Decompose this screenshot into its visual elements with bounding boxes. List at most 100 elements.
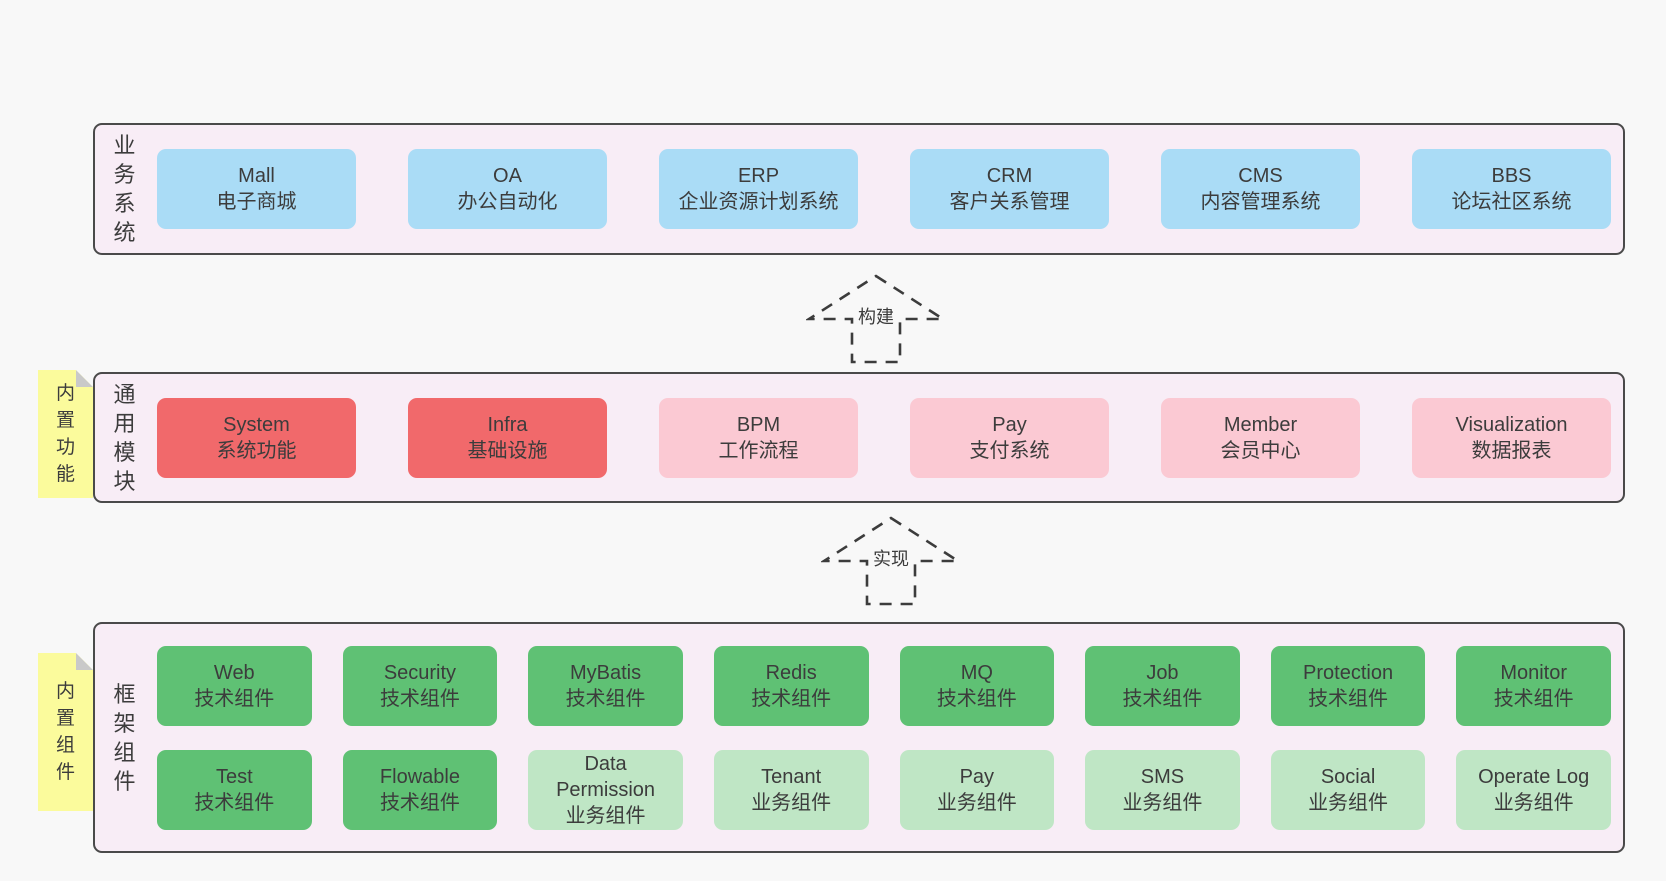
system-box-title: OA xyxy=(493,165,522,187)
sticky-fold-icon xyxy=(76,653,93,670)
component-box-subtitle: 业务组件 xyxy=(751,791,832,814)
component-box-title: Web xyxy=(213,661,255,684)
module-box: Pay 支付系统 xyxy=(910,397,1109,478)
component-box-title: Tenant xyxy=(761,765,822,788)
component-box-subtitle: 业务组件 xyxy=(1493,791,1574,814)
up-block-arrow-icon xyxy=(806,274,946,364)
sticky-note-built-in-functions: 内置功能 xyxy=(38,370,93,498)
module-box-title: System xyxy=(223,413,290,436)
system-box-title: CMS xyxy=(1238,165,1283,187)
component-box-subtitle: 技术组件 xyxy=(1308,687,1389,710)
component-box-subtitle: 技术组件 xyxy=(379,791,460,814)
component-box-subtitle: 技术组件 xyxy=(565,687,646,710)
component-box: Job 技术组件 xyxy=(1085,645,1240,726)
component-box-subtitle: 技术组件 xyxy=(751,687,832,710)
component-box-title: MyBatis xyxy=(570,661,642,684)
system-box: Mall 电子商城 xyxy=(157,149,356,229)
system-box: CRM 客户关系管理 xyxy=(910,149,1109,229)
component-box-subtitle: 业务组件 xyxy=(565,804,646,827)
component-box: Social 业务组件 xyxy=(1270,749,1426,830)
component-box-title: Operate Log xyxy=(1478,765,1590,788)
sticky-note-built-in-components: 内置组件 xyxy=(38,653,93,811)
sticky-note-built-in-components-label: 内置组件 xyxy=(55,681,75,783)
module-box-subtitle: 系统功能 xyxy=(216,439,297,462)
component-box-title: Social xyxy=(1320,765,1376,788)
component-box: Monitor 技术组件 xyxy=(1456,645,1611,726)
component-box-subtitle: 技术组件 xyxy=(194,687,275,710)
component-box: Protection 技术组件 xyxy=(1270,645,1426,726)
component-box: Operate Log 业务组件 xyxy=(1456,749,1611,830)
system-box: OA 办公自动化 xyxy=(408,149,607,229)
band-business-systems-label: 业务系统 xyxy=(113,133,137,245)
component-box-subtitle: 业务组件 xyxy=(936,791,1017,814)
component-box-title: Pay xyxy=(959,765,995,788)
component-box-title: Job xyxy=(1146,661,1179,684)
system-box-title: Mall xyxy=(238,165,275,187)
system-box-title: ERP xyxy=(737,165,780,187)
component-box-title: MQ xyxy=(960,661,993,684)
component-box: MyBatis 技术组件 xyxy=(528,645,683,726)
module-box-subtitle: 数据报表 xyxy=(1471,439,1552,462)
module-box-subtitle: 会员中心 xyxy=(1220,439,1301,462)
component-box-subtitle: 技术组件 xyxy=(936,687,1017,710)
build-arrow-label: 构建 xyxy=(855,305,897,329)
component-box: Tenant 业务组件 xyxy=(713,749,869,830)
module-box-title: Pay xyxy=(992,413,1027,436)
band-business-systems: 业务系统 Mall 电子商城 OA 办公自动化 ERP 企业资源计划系统 xyxy=(93,123,1625,255)
module-box-subtitle: 基础设施 xyxy=(467,439,548,462)
component-box: Data Permission 业务组件 xyxy=(528,749,683,830)
band-common-modules-label: 通用模块 xyxy=(113,381,137,494)
module-box-title: Member xyxy=(1223,413,1298,436)
component-box-title: Redis xyxy=(765,661,817,684)
module-box-subtitle: 支付系统 xyxy=(969,439,1050,462)
implement-arrow-label: 实现 xyxy=(870,547,912,571)
system-box: CMS 内容管理系统 xyxy=(1161,149,1360,229)
framework-components-rows: Web 技术组件 Security 技术组件 MyBatis 技术组件 xyxy=(157,645,1611,830)
system-box: ERP 企业资源计划系统 xyxy=(659,149,858,229)
system-box-subtitle: 内容管理系统 xyxy=(1200,191,1321,213)
component-box-subtitle: 技术组件 xyxy=(1122,687,1203,710)
band-common-modules: 通用模块 System 系统功能 Infra 基础设施 BPM 工作流程 xyxy=(93,372,1625,503)
module-box: Member 会员中心 xyxy=(1161,397,1360,478)
framework-components-row-2: Test 技术组件 Flowable 技术组件 Data Permission … xyxy=(157,749,1611,830)
component-box-subtitle: 业务组件 xyxy=(1122,791,1203,814)
module-box-title: Visualization xyxy=(1455,413,1568,436)
component-box: Security 技术组件 xyxy=(342,645,498,726)
module-box-subtitle: 工作流程 xyxy=(718,439,799,462)
component-box-title: Monitor xyxy=(1500,661,1568,684)
component-box-subtitle: 业务组件 xyxy=(1308,791,1389,814)
business-systems-boxes: Mall 电子商城 OA 办公自动化 ERP 企业资源计划系统 CRM 客户关系… xyxy=(157,149,1611,229)
component-box: Test 技术组件 xyxy=(157,749,312,830)
module-box: BPM 工作流程 xyxy=(659,397,858,478)
component-box-title: Data Permission xyxy=(556,752,656,801)
system-box-subtitle: 电子商城 xyxy=(216,191,297,213)
module-box: Infra 基础设施 xyxy=(408,397,607,478)
component-box: Flowable 技术组件 xyxy=(342,749,498,830)
band-framework-components: 框架组件 Web 技术组件 Security 技术组件 MyBatis xyxy=(93,622,1625,853)
band-framework-components-label: 框架组件 xyxy=(113,681,137,794)
component-box-title: Test xyxy=(215,765,253,788)
component-box: Pay 业务组件 xyxy=(899,749,1055,830)
up-block-arrow-icon xyxy=(821,516,961,606)
component-box-subtitle: 技术组件 xyxy=(1493,687,1574,710)
system-box-subtitle: 办公自动化 xyxy=(457,191,558,213)
component-box-subtitle: 技术组件 xyxy=(194,791,275,814)
sticky-note-built-in-functions-label: 内置功能 xyxy=(55,383,75,485)
module-box: System 系统功能 xyxy=(157,397,356,478)
component-box: SMS 业务组件 xyxy=(1085,749,1240,830)
sticky-fold-icon xyxy=(76,370,93,387)
framework-components-row-1: Web 技术组件 Security 技术组件 MyBatis 技术组件 xyxy=(157,645,1611,726)
system-box-title: CRM xyxy=(986,165,1033,187)
component-box-title: Protection xyxy=(1303,661,1394,684)
component-box: MQ 技术组件 xyxy=(899,645,1055,726)
system-box-subtitle: 论坛社区系统 xyxy=(1451,191,1572,213)
module-box: Visualization 数据报表 xyxy=(1412,397,1611,478)
system-box: BBS 论坛社区系统 xyxy=(1412,149,1611,229)
system-box-subtitle: 客户关系管理 xyxy=(949,191,1070,213)
component-box-title: Flowable xyxy=(379,765,460,788)
common-modules-boxes: System 系统功能 Infra 基础设施 BPM 工作流程 Pay 支付系统 xyxy=(157,397,1611,478)
component-box: Web 技术组件 xyxy=(157,645,312,726)
implement-arrow: 实现 xyxy=(821,515,961,607)
component-box-title: Security xyxy=(383,661,457,684)
